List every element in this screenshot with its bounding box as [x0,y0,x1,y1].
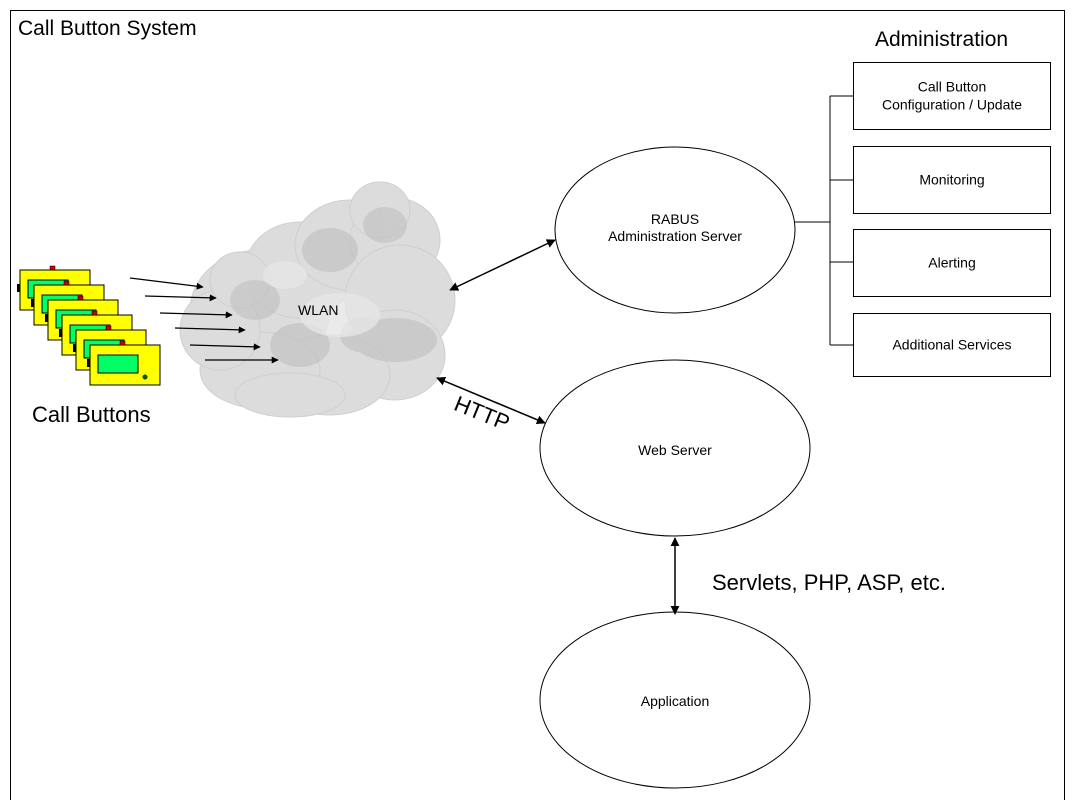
admin-service-box: Alerting [853,229,1051,297]
call-button-device [87,340,161,386]
admin-service-label: Additional Services [892,337,1011,353]
signal-arrow [174,326,246,334]
admin-server-line1: RABUS [651,211,699,227]
signal-arrow [159,311,233,319]
application-label: Application [641,693,710,709]
admin-service-box: Monitoring [853,146,1051,214]
arrow-wlan-admin [449,239,556,291]
wlan-cloud [179,181,456,418]
signal-arrow [129,277,204,290]
admin-server-line2: Administration Server [608,228,742,244]
web-server-node [539,359,811,537]
admin-tree-connector [795,95,853,346]
admin-service-label: Monitoring [919,172,984,188]
arrow-wlan-webserver [436,376,546,425]
signal-arrow [144,294,217,302]
admin-service-label: Call Button [918,79,986,95]
admin-service-label: Alerting [928,255,975,271]
wlan-label: WLAN [298,302,338,318]
admin-service-box: Additional Services [853,313,1051,377]
admin-service-label: Configuration / Update [882,97,1022,113]
system-title: Call Button System [18,17,197,40]
servlets-label: Servlets, PHP, ASP, etc. [712,570,946,595]
signal-arrow [189,343,261,351]
call-buttons-label: Call Buttons [32,402,151,427]
administration-title: Administration [875,28,1008,51]
admin-server-node [554,146,796,314]
call-buttons-stack [17,265,161,386]
web-server-label: Web Server [638,442,712,458]
signal-arrows [129,277,279,364]
